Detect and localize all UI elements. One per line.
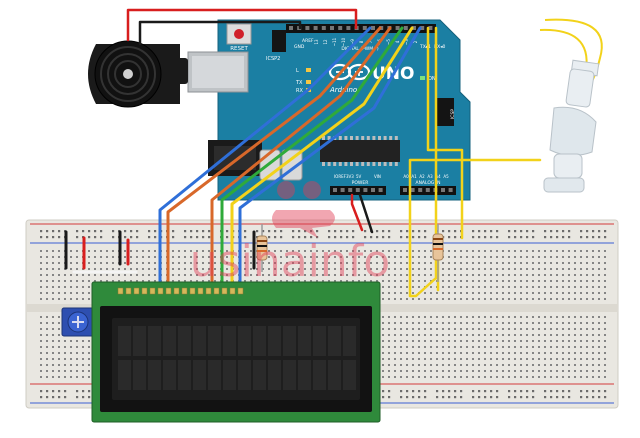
5v-label: 5V — [356, 174, 362, 179]
analog-label: ANALOG IN — [415, 180, 440, 186]
ioref-label: IOREF — [334, 174, 347, 179]
vin-label: VIN — [374, 174, 381, 179]
resistor — [256, 224, 268, 272]
watermark: usinainfo — [190, 181, 390, 287]
icsp-header — [436, 98, 454, 126]
wire-black-buzzer — [138, 20, 302, 46]
resistor — [432, 224, 444, 282]
digital-pin-label: 7 — [368, 40, 373, 43]
digital-pin-label: 2 — [413, 40, 418, 43]
wire-orange-lcd-2 — [210, 26, 392, 292]
digital-pin-label: 4 — [395, 40, 400, 43]
watermark-text: usinainfo — [190, 236, 390, 287]
wire-blue-lcd — [158, 26, 372, 292]
wire-red-5v — [350, 193, 364, 232]
wire-black-gnd — [358, 193, 374, 234]
wire-yellow-lcd — [230, 26, 414, 292]
aref-label: AREF — [302, 38, 314, 44]
icsp-label: ICSP — [450, 109, 456, 119]
digital-pin-label: ~3 — [404, 39, 409, 45]
analog-pin-label: A2 — [419, 174, 425, 179]
l-led-label: L — [296, 68, 299, 74]
wires — [64, 8, 542, 298]
lcd-header-pins — [117, 287, 244, 295]
digital-pin-label: ~9 — [350, 39, 355, 45]
digital-pin-label: ~10 — [341, 37, 346, 46]
atmega-chip — [320, 140, 400, 162]
icsp2-header — [272, 30, 286, 52]
rx0-label: RX◂0 — [434, 44, 445, 50]
on-label: ON — [428, 76, 436, 82]
wire-green-lcd — [220, 26, 404, 292]
wire-red-buzzer — [126, 8, 358, 42]
analog-pin-label: A5 — [443, 174, 449, 179]
lcd-16x2-module — [91, 281, 381, 423]
wire-yellow-sensor — [426, 26, 464, 240]
wire-blue-lcd-2 — [238, 26, 422, 292]
3v3-label: 3V3 — [346, 174, 354, 179]
analog-pin-label: A3 — [427, 174, 433, 179]
reset-label: RESET — [230, 46, 248, 52]
rx-led-label: RX — [296, 88, 303, 94]
analog-pin-label: A1 — [411, 174, 417, 179]
gnd-top-label: GND — [294, 44, 305, 50]
power-label: POWER — [352, 180, 369, 186]
digital-pin-label: 8 — [359, 40, 364, 43]
buzzer — [88, 40, 188, 108]
digital-header — [286, 24, 436, 33]
analog-pin-label: A0 — [403, 174, 409, 179]
icsp2-label: ICSP2 — [266, 56, 280, 62]
lcd-character-cells — [118, 326, 356, 390]
potentiometer — [61, 307, 95, 337]
digital-pin-label: 12 — [323, 39, 328, 45]
tx1-label: TX▸1 — [419, 44, 431, 50]
digital-pin-label: ~5 — [386, 39, 391, 45]
analog-pin-label: A4 — [435, 174, 441, 179]
digital-pin-label: ~11 — [332, 37, 337, 46]
digital-pin-label: 13 — [314, 39, 319, 45]
float-switch-sensor — [539, 18, 603, 193]
tx-led-label: TX — [295, 80, 303, 86]
wire-orange-lcd — [166, 26, 382, 292]
